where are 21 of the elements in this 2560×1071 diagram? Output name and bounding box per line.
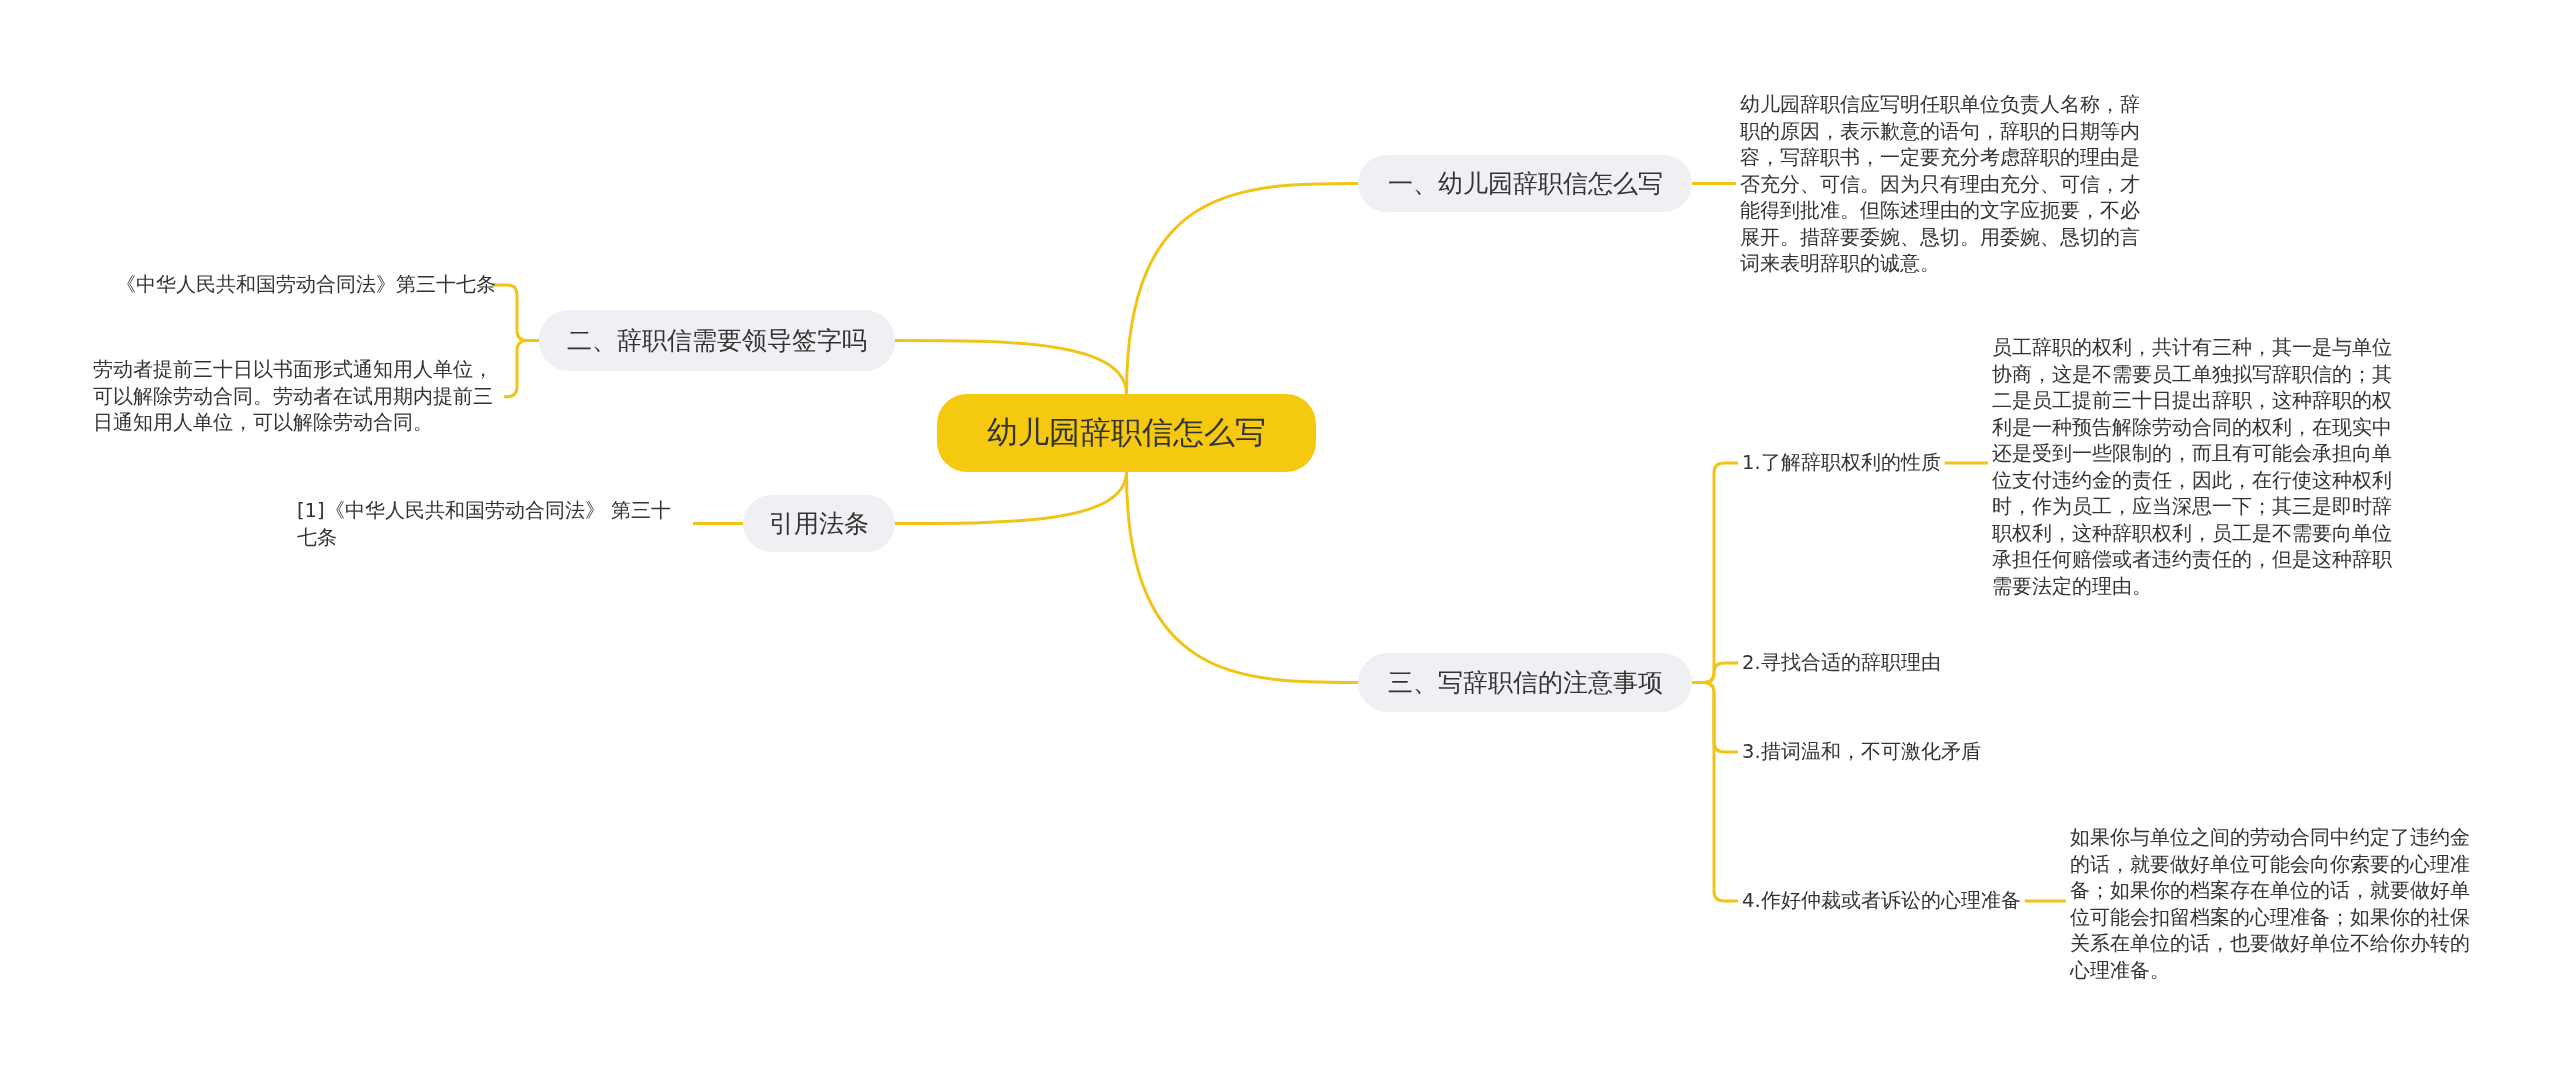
note-text: 如果你与单位之间的劳动合同中约定了违约金的话，就要做好单位可能会向你索要的心理准备；如果你的档案存在单位的话，就要做好单位可能会扣留档案的心理准备；如果你的社保关系在单位的话，也要做好单位不给你办转的心理准备。 [2066,823,2486,986]
note-text: 幼儿园辞职信应写明任职单位负责人名称，辞职的原因，表示歉意的语句，辞职的日期等内容，写辞职书，一定要充分考虑辞职的理由是否充分、可信。因为只有理由充分、可信，才能得到批准。但陈述理由的文字应扼要，不必展开。措辞要委婉、恳切。用委婉、恳切的言词来表明辞职的诚意。 [1736,90,2156,280]
connector [1944,461,1988,465]
connector [1692,182,1736,185]
subtopic-text: 3.措词温和，不可激化矛盾 [1738,737,1985,767]
note-text: 员工辞职的权利，共计有三种，其一是与单位协商，这是不需要员工单独拟写辞职信的；其二是员工提前三十日提出辞职，这种辞职的权利是一种预告解除劳动合同的权利，在现实中还是受到一些限制的，而且有可能会承担向单位支付违约金的责任，因此，在行使这种权利时，作为员工，应当深思一下；其三是即时辞职权利，这种辞职权利，员工是不需要向单位承担任何赔偿或者违约责任的，但是这种辞职需要法定的理由。 [1988,333,2408,602]
topic-pill: 引用法条 [743,495,895,552]
central-topic: 幼儿园辞职信怎么写 [937,394,1316,472]
connector [2024,899,2066,903]
connector [504,339,539,399]
connector [895,339,1128,395]
note-text: [1]《中华人民共和国劳动合同法》 第三十七条 [293,496,693,553]
connector [693,522,743,525]
topic-pill: 二、辞职信需要领导签字吗 [539,310,895,371]
subtopic-text: 1.了解辞职权利的性质 [1738,448,1945,478]
subtopic-text: 2.寻找合适的辞职理由 [1738,648,1945,678]
topic-pill: 三、写辞职信的注意事项 [1358,653,1692,712]
topic-pill: 一、幼儿园辞职信怎么写 [1358,155,1692,212]
connector [1125,471,1358,684]
note-text: 劳动者提前三十日以书面形式通知用人单位，可以解除劳动合同。劳动者在试用期内提前三日通知用人单位，可以解除劳动合同。 [89,355,504,439]
subtopic-text: 4.作好仲裁或者诉讼的心理准备 [1738,886,2025,916]
